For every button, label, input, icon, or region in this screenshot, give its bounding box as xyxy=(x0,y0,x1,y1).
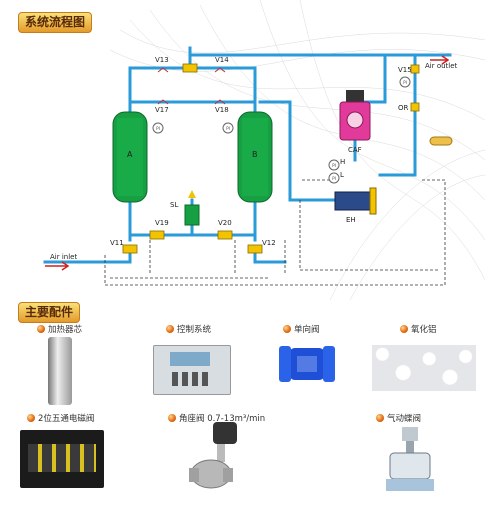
check-valve-icons xyxy=(157,67,226,105)
bullet-icon xyxy=(168,414,176,422)
heater-core-image xyxy=(48,337,72,405)
angle-seat-valve-image xyxy=(187,420,243,494)
label-v14: V14 xyxy=(215,56,229,64)
silencer xyxy=(184,190,200,226)
pi-label: PI xyxy=(156,126,160,131)
label-caf: CAF xyxy=(348,146,362,154)
label-v18: V18 xyxy=(215,106,229,114)
control-panel-image xyxy=(153,345,231,395)
background-wave-pattern xyxy=(109,0,485,300)
component-label-alumina: 氧化铝 xyxy=(400,323,437,335)
butterfly-valve-image xyxy=(386,427,434,493)
valve-icons xyxy=(122,63,420,254)
caf-filter xyxy=(339,90,371,141)
component-label-butterfly-valve: 气动蝶阀 xyxy=(376,412,421,424)
bullet-icon xyxy=(37,325,45,333)
air-inlet-arrow xyxy=(45,261,70,271)
flow-section-title: 系统流程图 xyxy=(18,12,93,33)
tower-b xyxy=(237,111,273,203)
label-eh: EH xyxy=(346,216,356,224)
label-tower-b: B xyxy=(252,150,258,159)
pi-label: PI xyxy=(226,126,230,131)
component-label-solenoid-valve: 2位五通电磁阀 xyxy=(27,412,94,424)
label-tower-a: A xyxy=(127,150,133,159)
pi-label: PI xyxy=(403,80,407,85)
label-v15: V15 xyxy=(398,66,412,74)
air-outlet-arrow xyxy=(430,55,450,65)
label-sl: SL xyxy=(170,201,178,209)
alumina-image xyxy=(372,345,476,391)
label-v11: V11 xyxy=(110,239,124,247)
component-label-heater-core: 加热器芯 xyxy=(37,323,82,335)
parts-section-title: 主要配件 xyxy=(18,302,81,323)
eh-heater xyxy=(334,187,377,215)
label-or: OR xyxy=(398,104,409,112)
control-screen xyxy=(170,352,210,366)
label-l: L xyxy=(340,171,344,179)
component-label-control-system: 控制系统 xyxy=(166,323,211,335)
component-label-check-valve: 单向阀 xyxy=(283,323,320,335)
control-lines xyxy=(104,179,446,286)
bullet-icon xyxy=(376,414,384,422)
solenoid-block xyxy=(28,444,96,472)
pressure-gauge-icons xyxy=(152,76,411,184)
check-valve-image xyxy=(277,342,337,386)
bullet-icon xyxy=(166,325,174,333)
pi-label: PI xyxy=(332,176,336,181)
label-air-inlet: Air inlet xyxy=(50,253,77,261)
label-v20: V20 xyxy=(218,219,232,227)
label-v13: V13 xyxy=(155,56,169,64)
label-v12: V12 xyxy=(262,239,276,247)
bullet-icon xyxy=(27,414,35,422)
component-label-angle-seat-valve: 角座阀 0.7-13m³/min xyxy=(168,412,265,424)
label-v17: V17 xyxy=(155,106,169,114)
tower-a xyxy=(112,111,148,203)
control-buttons xyxy=(172,372,208,386)
pi-label: PI xyxy=(332,163,336,168)
sensor-tag xyxy=(429,136,453,146)
flow-diagram: V13 V14 V17 V18 V15 Air outlet OR CAF EH… xyxy=(43,0,485,300)
solenoid-valve-image xyxy=(20,430,104,488)
label-air-outlet: Air outlet xyxy=(425,62,458,70)
bullet-icon xyxy=(283,325,291,333)
label-h: H xyxy=(340,158,345,166)
label-v19: V19 xyxy=(155,219,169,227)
bullet-icon xyxy=(400,325,408,333)
